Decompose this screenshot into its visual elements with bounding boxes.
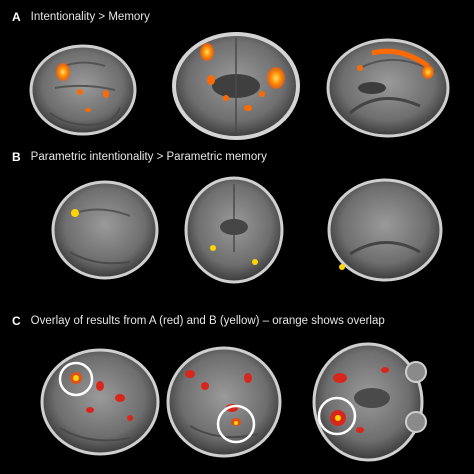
brain-slice-sagittal-c1 [40,348,160,456]
highlight-circle [58,361,94,397]
brain-slice-sagittal-a3 [326,38,450,138]
panel-c-title: Overlay of results from A (red) and B (y… [30,315,385,327]
activation-blob [56,63,70,81]
panel-a-images [0,28,474,143]
panel-a-letter: A [12,10,21,24]
highlight-circle [216,404,256,444]
panel-b-title: Parametric intentionality > Parametric m… [30,151,267,163]
brain-slice-sagittal-c2 [166,346,282,458]
brain-slice-sagittal-a1 [29,44,137,136]
brain-slice-sagittal-b3 [327,178,443,282]
panel-c-heading: C Overlay of results from A (red) and B … [12,312,385,330]
panel-b-letter: B [12,150,21,164]
brain-slice-axial-a2 [172,32,300,140]
panel-b-images [0,172,474,287]
highlight-circle [317,396,357,436]
brain-slice-axial-c3 [312,342,427,462]
panel-a-heading: A Intentionality > Memory [12,8,150,26]
brain-slice-coronal-b2 [184,176,284,284]
panel-b-heading: B Parametric intentionality > Parametric… [12,148,267,166]
panel-c-images [0,338,474,466]
panel-a-title: Intentionality > Memory [30,11,150,23]
brain-slice-sagittal-b1 [51,180,159,280]
panel-c-letter: C [12,314,21,328]
